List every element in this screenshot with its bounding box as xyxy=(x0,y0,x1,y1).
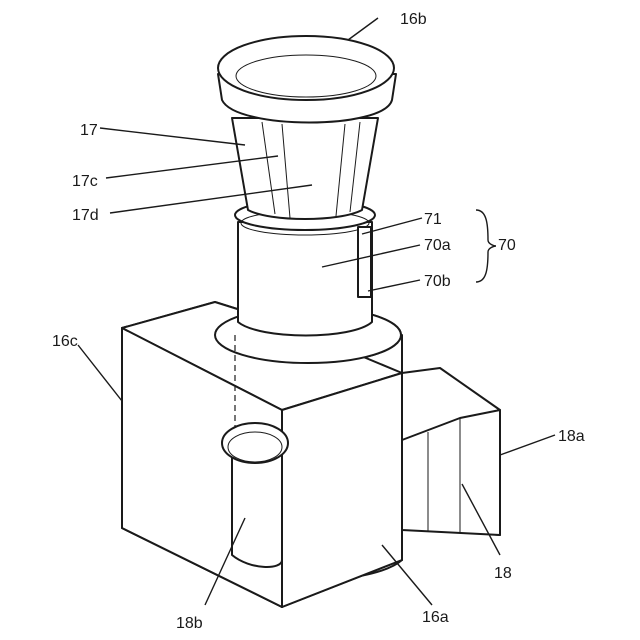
label-70b: 70b xyxy=(424,273,451,290)
label-71: 71 xyxy=(424,211,442,228)
label-18a: 18a xyxy=(558,428,585,445)
label-17d: 17d xyxy=(72,207,99,224)
label-16b: 16b xyxy=(400,11,427,28)
label-18: 18 xyxy=(494,565,512,582)
label-16c: 16c xyxy=(52,333,78,350)
label-17: 17 xyxy=(80,122,98,139)
cylinder-70 xyxy=(235,200,375,336)
side-duct-18 xyxy=(402,368,500,535)
label-70a: 70a xyxy=(424,237,451,254)
filter-cage-17 xyxy=(232,118,378,219)
label-18b: 18b xyxy=(176,615,203,632)
label-16a: 16a xyxy=(422,609,449,626)
label-70: 70 xyxy=(498,237,516,254)
cup-rim-16b xyxy=(218,36,396,123)
label-17c: 17c xyxy=(72,173,98,190)
